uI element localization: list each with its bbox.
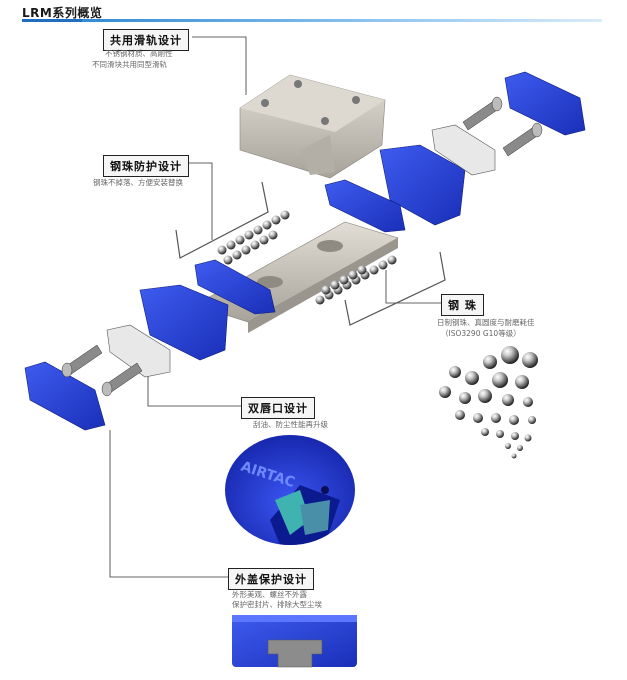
page-title: LRM系列概览 [22,6,103,20]
section-header: LRM系列概览 [0,0,627,22]
ball-chain-upper [217,210,290,265]
header-divider [22,19,602,22]
wire-retainers [175,181,446,326]
screws [61,96,543,397]
steel-balls-pile [439,346,538,459]
callout-double-lip: 双唇口设计 [241,397,315,419]
callout-ball-retainer: 钢珠防护设计 [103,155,189,177]
ball-chain-lower [315,255,397,305]
rail-design-desc-2: 不同滑块共用同型滑轨 [92,60,167,69]
steel-ball-desc-1: 日制钢珠、真圆度与耐磨耗佳 [437,318,535,327]
steel-ball-desc-2: （ISO3290 G10等级） [441,329,521,338]
retainer-plates [106,124,496,378]
leader-lines [109,36,441,578]
cover-desc-1: 外形美观、螺丝不外露 [232,590,307,599]
slider-block [239,74,386,179]
rail-design-desc-1: 不锈钢材质、高刚性 [105,49,173,58]
ball-retainer-desc-1: 钢珠不掉落、方便安装替换 [93,178,183,187]
callout-cover: 外盖保护设计 [228,568,314,590]
header-accent-bar [22,19,82,22]
cover-desc-2: 保护密封片、排除大型尘埃 [232,600,322,609]
double-lip-inset: AIRTAC [225,435,355,545]
double-lip-desc-1: 刮油、防尘性能再升级 [253,420,328,429]
end-seals [24,71,586,431]
callout-steel-ball: 钢 珠 [441,294,484,316]
callout-rail-design: 共用滑轨设计 [103,29,189,51]
cover-inset [232,615,357,668]
